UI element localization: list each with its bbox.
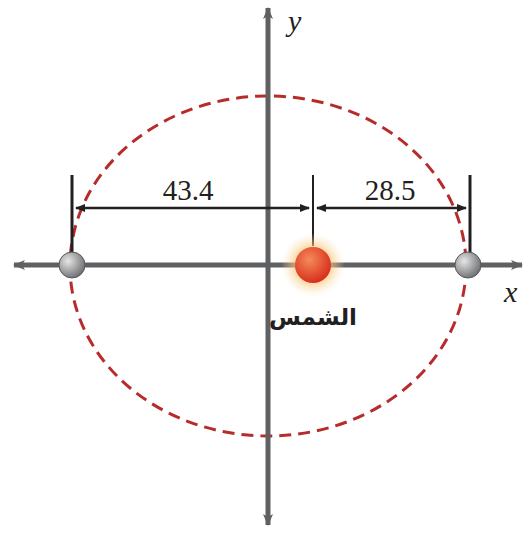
axis-label: y: [288, 6, 301, 36]
dimension-tick: [71, 175, 74, 253]
sun: [295, 247, 331, 283]
dimension-label: 28.5: [365, 176, 416, 205]
planet-aphelion: [59, 252, 85, 278]
dimension-line: [317, 207, 466, 210]
y-axis: [266, 8, 271, 525]
dimension-tick: [469, 175, 472, 253]
axis-label: x: [504, 277, 517, 307]
dimension-label: 43.4: [163, 176, 214, 205]
sun-label: الشمس: [269, 306, 357, 329]
dimension-line: [76, 207, 309, 210]
planet-perihelion: [455, 252, 481, 278]
sun-glow: [281, 233, 345, 297]
